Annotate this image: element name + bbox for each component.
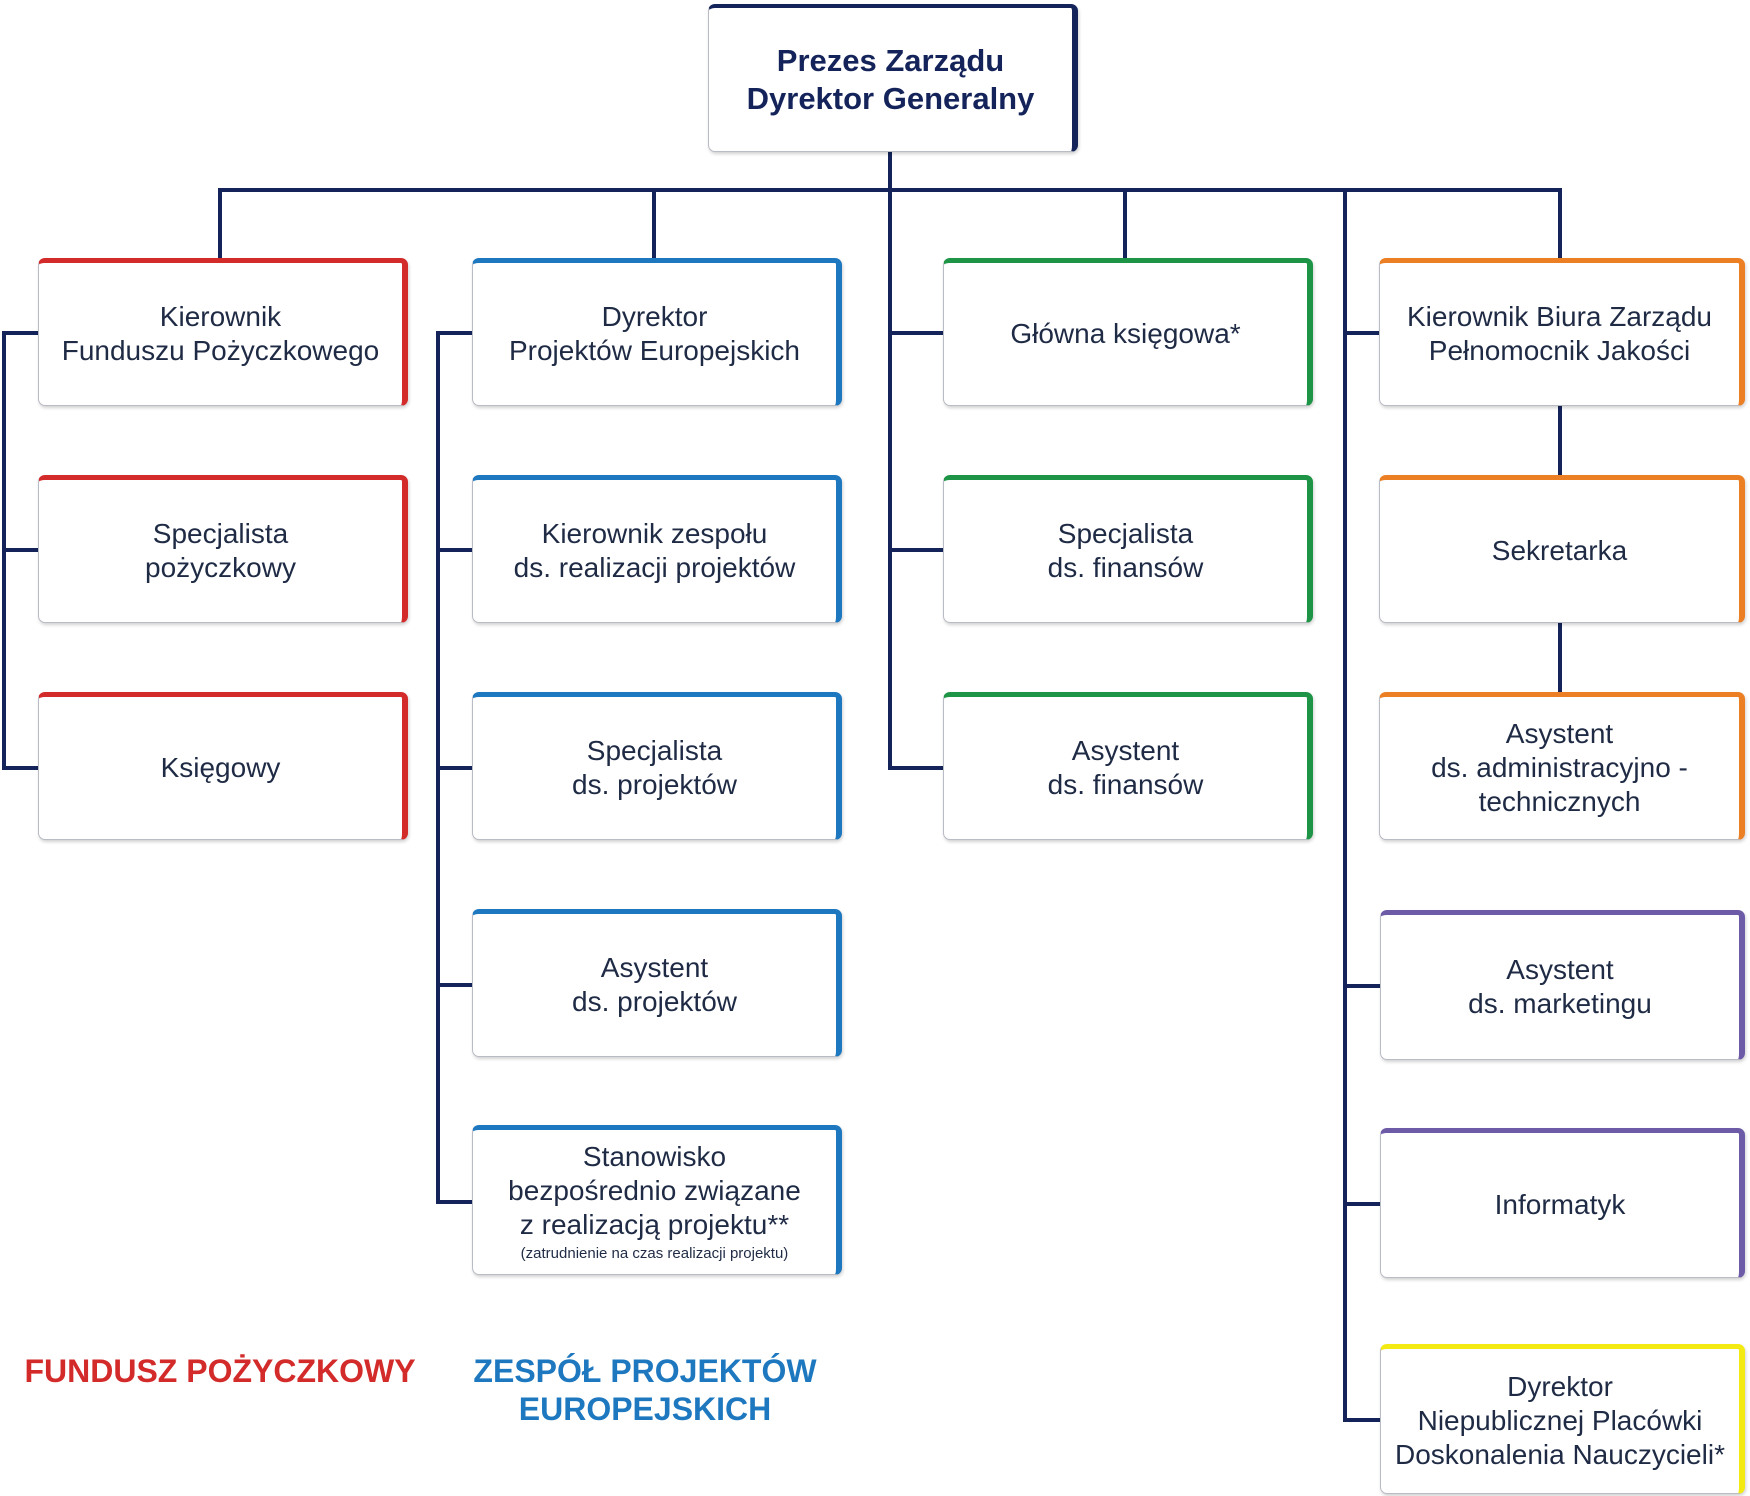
box-line: pożyczkowy — [145, 552, 296, 583]
box-note: (zatrudnienie na czas realizacji projekt… — [520, 1245, 789, 1262]
legend-zespol-projektow: ZESPÓŁ PROJEKTÓW EUROPEJSKICH — [455, 1352, 835, 1428]
box-glowna-ksiegowa: Główna księgowa* — [943, 258, 1313, 406]
box-line: Specjalista — [1057, 518, 1194, 549]
box-specjalista-pozyczkowy: Specjalista pożyczkowy — [38, 475, 408, 623]
box-line: Funduszu Pożyczkowego — [61, 335, 380, 366]
box-line: ds. marketingu — [1468, 988, 1652, 1019]
box-dyrektor-projektow: Dyrektor Projektów Europejskich — [472, 258, 842, 406]
box-kierownik-funduszu: Kierownik Funduszu Pożyczkowego — [38, 258, 408, 406]
box-line: Projektów Europejskich — [508, 335, 801, 366]
box-line: Asystent — [1505, 718, 1614, 749]
box-dyrektor-placowki: Dyrektor Niepublicznej Placówki Doskonal… — [1380, 1344, 1745, 1494]
box-specjalista-projektow: Specjalista ds. projektów — [472, 692, 842, 840]
box-line: ds. finansów — [1047, 769, 1204, 800]
box-asystent-finansow: Asystent ds. finansów — [943, 692, 1313, 840]
box-prezes-zarzadu: Prezes Zarządu Dyrektor Generalny — [708, 4, 1078, 152]
box-asystent-administracyjny: Asystent ds. administracyjno - techniczn… — [1379, 692, 1745, 840]
box-line: Dyrektor — [1507, 1371, 1613, 1402]
box-stanowisko-projektowe: Stanowisko bezpośrednio związane z reali… — [472, 1125, 842, 1275]
box-line: ds. realizacji projektów — [513, 552, 796, 583]
box-line: Kierownik Biura Zarządu — [1406, 301, 1713, 332]
box-line: ds. finansów — [1047, 552, 1204, 583]
box-line: Kierownik — [159, 301, 282, 332]
box-kierownik-biura: Kierownik Biura Zarządu Pełnomocnik Jako… — [1379, 258, 1745, 406]
box-line: Asystent — [1071, 735, 1180, 766]
box-line: Doskonalenia Nauczycieli* — [1395, 1439, 1725, 1470]
box-line: Niepublicznej Placówki — [1417, 1405, 1703, 1436]
box-line: Asystent — [600, 952, 709, 983]
box-line: ds. administracyjno - — [1431, 752, 1688, 783]
box-line: bezpośrednio związane — [508, 1175, 801, 1206]
box-informatyk: Informatyk — [1380, 1128, 1745, 1278]
box-line: Dyrektor Generalny — [746, 80, 1035, 116]
box-line: z realizacją projektu** — [519, 1209, 790, 1240]
box-asystent-projektow: Asystent ds. projektów — [472, 909, 842, 1057]
box-line: ds. projektów — [572, 769, 737, 800]
legend-line: FUNDUSZ POŻYCZKOWY — [24, 1353, 416, 1389]
box-line: Kierownik zespołu — [541, 518, 768, 549]
box-line: Główna księgowa* — [1010, 318, 1241, 349]
box-sekretarka: Sekretarka — [1379, 475, 1745, 623]
box-line: ds. projektów — [572, 986, 737, 1017]
box-line: Specjalista — [152, 518, 289, 549]
box-line: Prezes Zarządu — [776, 42, 1005, 78]
box-specjalista-finansow: Specjalista ds. finansów — [943, 475, 1313, 623]
box-line: Stanowisko — [582, 1141, 727, 1172]
box-line: Sekretarka — [1491, 535, 1628, 566]
box-line: Dyrektor — [601, 301, 708, 332]
box-line: Informatyk — [1494, 1189, 1626, 1220]
box-ksiegowy: Księgowy — [38, 692, 408, 840]
box-kierownik-zespolu: Kierownik zespołu ds. realizacji projekt… — [472, 475, 842, 623]
box-line: Specjalista — [586, 735, 723, 766]
box-line: Pełnomocnik Jakości — [1428, 335, 1691, 366]
legend-line: ZESPÓŁ PROJEKTÓW — [473, 1353, 817, 1389]
box-asystent-marketingu: Asystent ds. marketingu — [1380, 910, 1745, 1060]
box-line: technicznych — [1478, 786, 1641, 817]
legend-line: EUROPEJSKICH — [518, 1391, 772, 1427]
box-line: Asystent — [1506, 954, 1614, 985]
legend-fundusz-pozyczkowy: FUNDUSZ POŻYCZKOWY — [10, 1352, 430, 1390]
box-line: Księgowy — [160, 752, 281, 783]
